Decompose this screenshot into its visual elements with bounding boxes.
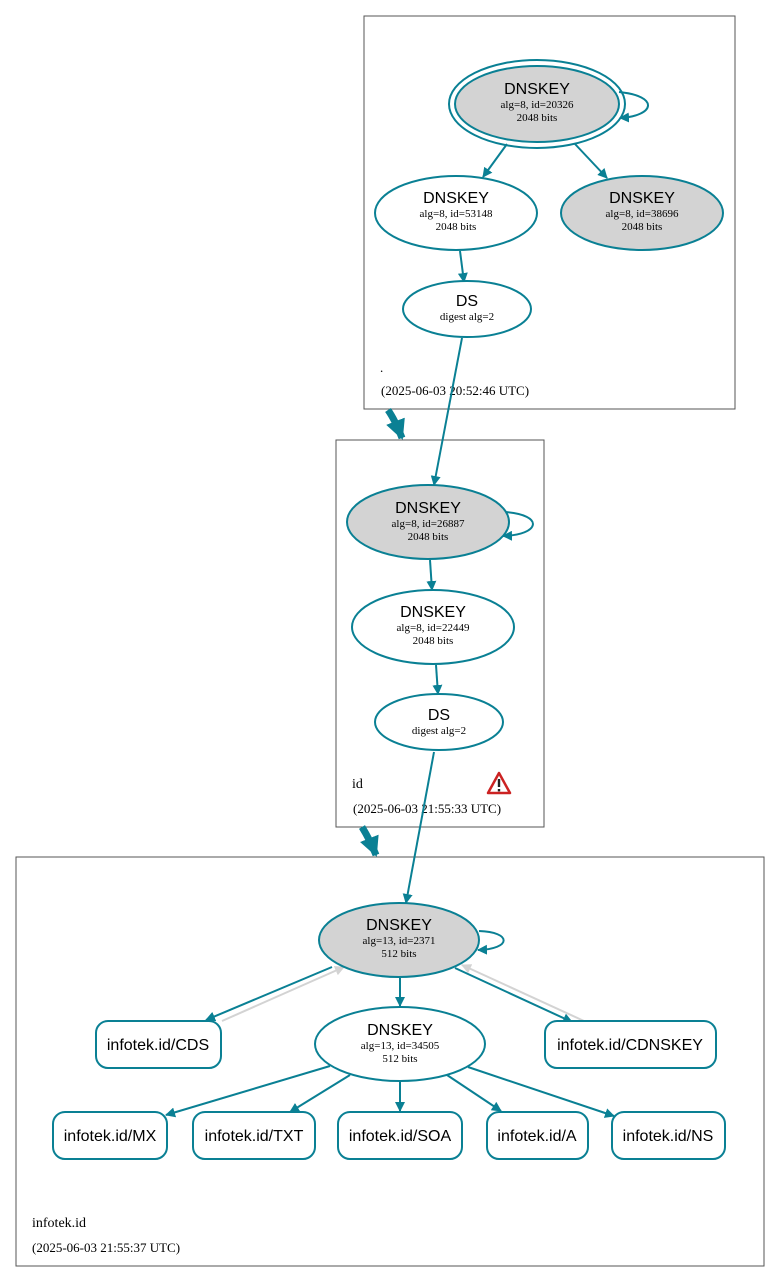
edge-root-ksk-zsk: [482, 143, 508, 178]
edge-root-ksk-ksk2: [574, 143, 608, 179]
zone-infotek-time: (2025-06-03 21:55:37 UTC): [32, 1240, 180, 1255]
record-label: infotek.id/SOA: [349, 1128, 452, 1145]
node-detail: 2048 bits: [517, 112, 558, 124]
edge-id-ds-infotek-ksk: [402, 751, 435, 904]
node-detail: alg=8, id=22449: [397, 622, 470, 634]
zone-infotek-name: infotek.id: [32, 1216, 86, 1231]
node-detail: alg=13, id=2371: [363, 935, 436, 947]
node-detail: 512 bits: [381, 948, 416, 960]
node-detail: alg=8, id=20326: [501, 99, 574, 111]
id-ds-node[interactable]: DS digest alg=2: [374, 693, 504, 751]
node-detail: alg=8, id=53148: [420, 208, 493, 220]
delegation-arrow-id-infotek: [359, 825, 380, 857]
edge-it-ksk-cds: [205, 966, 333, 1022]
zone-id-name: id: [352, 777, 363, 792]
node-title: DNSKEY: [423, 190, 489, 207]
edge-root-zsk-ds: [457, 250, 468, 283]
record-label: infotek.id/TXT: [205, 1128, 304, 1145]
record-label: infotek.id/CDNSKEY: [557, 1037, 703, 1054]
edge-it-ksk-self: [477, 930, 505, 955]
edge-it-zsk-mx: [165, 1065, 331, 1118]
record-cds[interactable]: infotek.id/CDS: [95, 1020, 222, 1069]
edge-cdnskey-it-ksk: [461, 964, 585, 1022]
edge-it-zsk-a: [446, 1074, 502, 1112]
edge-root-ds-id-ksk: [430, 337, 463, 486]
node-title: DS: [428, 707, 450, 724]
zone-id: [335, 439, 545, 828]
infotek-zsk-node[interactable]: DNSKEY alg=13, id=34505 512 bits: [314, 1006, 486, 1082]
record-cdnskey[interactable]: infotek.id/CDNSKEY: [544, 1020, 717, 1069]
edge-id-zsk-ds: [432, 664, 443, 695]
node-detail: alg=8, id=38696: [606, 208, 679, 220]
node-title: DNSKEY: [366, 917, 432, 934]
record-label: infotek.id/A: [497, 1128, 576, 1145]
record-txt[interactable]: infotek.id/TXT: [192, 1111, 316, 1160]
infotek-ksk-node[interactable]: DNSKEY alg=13, id=2371 512 bits: [318, 902, 480, 978]
record-label: infotek.id/CDS: [107, 1037, 209, 1054]
delegation-arrow-root-id: [385, 407, 406, 440]
zone-root-name: .: [380, 360, 383, 375]
node-title: DNSKEY: [400, 604, 466, 621]
zone-root-time: (2025-06-03 20:52:46 UTC): [381, 383, 529, 398]
root-zsk-node[interactable]: DNSKEY alg=8, id=53148 2048 bits: [374, 175, 538, 251]
node-detail: 2048 bits: [436, 221, 477, 233]
edge-it-zsk-ns: [467, 1066, 615, 1118]
id-ksk-node[interactable]: DNSKEY alg=8, id=26887 2048 bits: [346, 484, 510, 560]
node-title: DS: [456, 293, 478, 310]
record-soa[interactable]: infotek.id/SOA: [337, 1111, 463, 1160]
node-detail: alg=8, id=26887: [392, 518, 465, 530]
id-zsk-node[interactable]: DNSKEY alg=8, id=22449 2048 bits: [351, 589, 515, 665]
node-detail: digest alg=2: [412, 725, 466, 737]
zone-id-time: (2025-06-03 21:55:33 UTC): [353, 801, 501, 816]
node-detail: alg=13, id=34505: [361, 1040, 440, 1052]
node-detail: 2048 bits: [413, 635, 454, 647]
edge-cds-it-ksk: [221, 966, 345, 1022]
edge-root-ksk-self: [618, 91, 649, 123]
edge-it-zsk-txt: [289, 1074, 351, 1113]
record-mx[interactable]: infotek.id/MX: [52, 1111, 168, 1160]
node-detail: 2048 bits: [622, 221, 663, 233]
node-detail: digest alg=2: [440, 311, 494, 323]
record-label: infotek.id/MX: [64, 1128, 157, 1145]
zone-root: [363, 15, 736, 410]
record-label: infotek.id/NS: [623, 1128, 714, 1145]
node-detail: 512 bits: [382, 1053, 417, 1065]
root-ksk-node[interactable]: DNSKEY alg=8, id=20326 2048 bits: [448, 59, 626, 149]
edge-id-ksk-self: [502, 511, 534, 541]
zone-infotek-id: [15, 856, 765, 1267]
root-ksk2-node[interactable]: DNSKEY alg=8, id=38696 2048 bits: [560, 175, 724, 251]
record-ns[interactable]: infotek.id/NS: [611, 1111, 726, 1160]
node-title: DNSKEY: [395, 500, 461, 517]
root-ds-node[interactable]: DS digest alg=2: [402, 280, 532, 338]
record-a[interactable]: infotek.id/A: [486, 1111, 589, 1160]
edge-it-ksk-cdnskey: [454, 967, 573, 1023]
warning-icon[interactable]: [486, 771, 512, 795]
node-detail: 2048 bits: [408, 531, 449, 543]
node-title: DNSKEY: [609, 190, 675, 207]
node-title: DNSKEY: [367, 1022, 433, 1039]
edge-id-ksk-zsk: [426, 559, 437, 591]
node-title: DNSKEY: [504, 81, 570, 98]
